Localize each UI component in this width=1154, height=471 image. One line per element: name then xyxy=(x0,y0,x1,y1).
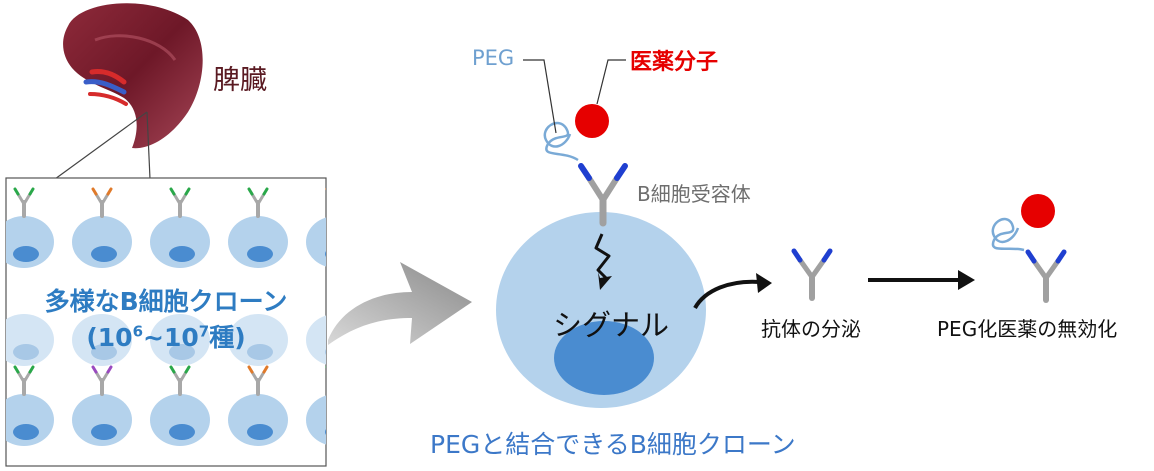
peg-chain xyxy=(543,121,579,162)
range-exp2: 7 xyxy=(198,322,210,341)
clone-panel-title: 多様なB細胞クローン xyxy=(44,287,288,316)
clone-receptor xyxy=(247,365,269,396)
clone-cell-nucleus xyxy=(325,250,326,258)
clone-cell-nucleus xyxy=(91,424,117,440)
range-mid: ~10 xyxy=(143,323,199,352)
clone-cell-nucleus xyxy=(169,424,195,440)
drug-molecule-label: 医薬分子 xyxy=(630,50,719,75)
clone-receptor xyxy=(325,365,326,369)
clone-receptor xyxy=(325,187,326,191)
drug-molecule xyxy=(575,104,609,138)
clone-cell-nucleus xyxy=(13,344,39,360)
range-close: 種) xyxy=(209,323,246,352)
clone-cell-nucleus xyxy=(325,428,326,436)
antibody-secretion-label: 抗体の分泌 xyxy=(761,317,861,341)
clone-panel-range: (106~107種) xyxy=(8,318,324,354)
peg-leader xyxy=(523,59,557,134)
clone-cell-nucleus xyxy=(325,348,326,356)
b-cell-receptor xyxy=(578,163,628,227)
clone-cell xyxy=(150,394,210,446)
signal-label: シグナル xyxy=(553,308,670,342)
range-open: (10 xyxy=(86,323,133,352)
b-cell-receptor-label: B細胞受容体 xyxy=(637,182,751,206)
peg-binding-clone-label: PEGと結合できるB細胞クローン xyxy=(430,430,796,459)
clone-cell-nucleus xyxy=(169,246,195,262)
clone-receptor xyxy=(91,187,113,218)
clone-receptor xyxy=(247,187,269,218)
clone-cell-nucleus xyxy=(169,344,195,360)
clone-cell xyxy=(306,395,326,445)
clone-cell xyxy=(150,216,210,268)
spleen-label: 脾臓 xyxy=(213,65,267,96)
secretion-arrow xyxy=(693,273,772,310)
clone-receptor xyxy=(13,365,35,396)
clone-cell xyxy=(306,315,326,365)
drug-leader xyxy=(596,59,626,105)
clone-receptor xyxy=(169,187,191,218)
zoom-line-left xyxy=(54,111,148,180)
clone-cell-nucleus xyxy=(91,246,117,262)
clone-cell xyxy=(72,394,132,446)
peg-drug-neutralization-label: PEG化医薬の無効化 xyxy=(937,317,1118,341)
clone-cell-nucleus xyxy=(247,344,273,360)
neutralization-arrow xyxy=(868,270,975,290)
peg-label: PEG xyxy=(472,46,515,70)
clone-cell xyxy=(228,216,288,268)
clone-cell xyxy=(306,217,326,267)
signal-arrow xyxy=(594,233,612,290)
clone-cell-nucleus xyxy=(247,424,273,440)
secreted-antibody xyxy=(791,248,833,301)
clone-cell xyxy=(150,314,210,366)
neutralized-peg-drug xyxy=(991,194,1067,303)
clone-cell-nucleus xyxy=(247,246,273,262)
b-cell xyxy=(496,212,706,408)
spleen-illustration xyxy=(63,3,203,149)
clone-cell xyxy=(228,314,288,366)
clone-cell xyxy=(72,216,132,268)
clone-panel xyxy=(5,177,327,467)
clone-cell xyxy=(72,314,132,366)
clone-cell-nucleus xyxy=(13,424,39,440)
zoom-line-right xyxy=(146,111,151,180)
clone-cell xyxy=(228,394,288,446)
clone-receptor xyxy=(91,365,113,396)
clone-cell-nucleus xyxy=(91,344,117,360)
clone-cell-nucleus xyxy=(13,246,39,262)
clone-receptor xyxy=(169,365,191,396)
range-exp1: 6 xyxy=(132,322,144,341)
expansion-arrow xyxy=(328,262,472,345)
clone-receptor xyxy=(13,187,35,218)
